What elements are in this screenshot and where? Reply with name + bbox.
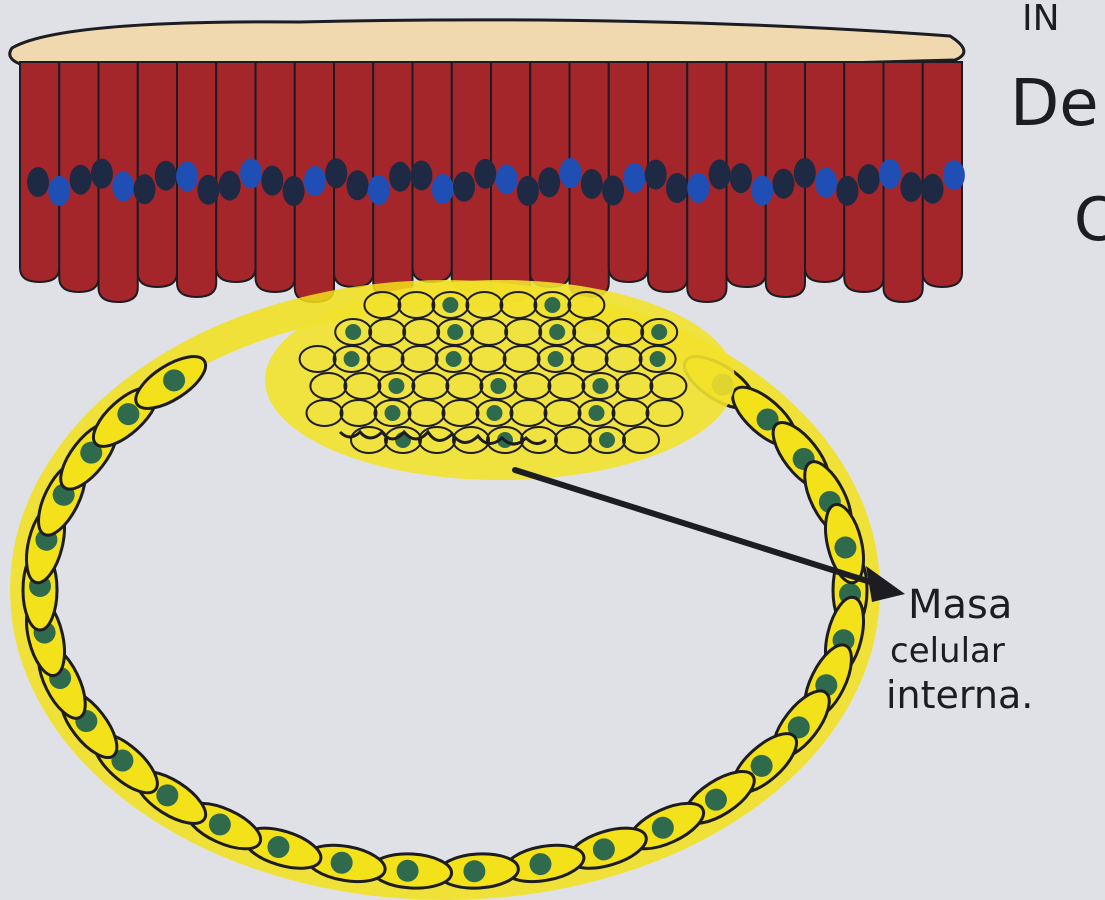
icm-cell-nucleus (592, 378, 608, 394)
inner-cell-mass (265, 280, 735, 480)
epithelial-nucleus (900, 172, 922, 202)
icm-cell-nucleus (490, 378, 506, 394)
epithelial-nucleus (389, 162, 411, 192)
icm-cell-nucleus (345, 324, 361, 340)
icm-cell-nucleus (388, 378, 404, 394)
epithelial-nucleus (474, 159, 496, 189)
blastocyst (20, 280, 871, 890)
icm-cell-nucleus (544, 297, 560, 313)
icm-cell-nucleus (447, 324, 463, 340)
icm-cell-nucleus (589, 405, 605, 421)
epithelial-nucleus (687, 173, 709, 203)
epithelial-nucleus (751, 176, 773, 206)
icm-cell-nucleus (651, 324, 667, 340)
epithelial-nucleus (197, 175, 219, 205)
epithelial-nucleus (773, 169, 795, 199)
corner-text: IN De C (1010, 0, 1105, 255)
epithelial-nucleus (666, 173, 688, 203)
icm-cell-nucleus (650, 351, 666, 367)
epithelial-nucleus (858, 164, 880, 194)
epithelial-nucleus (283, 176, 305, 206)
epithelial-nucleus (709, 159, 731, 189)
epithelial-nucleus (325, 158, 347, 188)
epithelial-nucleus (581, 169, 603, 199)
icm-cell-nucleus (446, 351, 462, 367)
epithelial-nucleus (91, 159, 113, 189)
epithelial-nucleus (240, 158, 262, 188)
epithelial-nucleus (27, 167, 49, 197)
epithelial-nucleus (70, 165, 92, 195)
corner-text-line-2: De (1010, 67, 1099, 141)
epithelial-nucleus (496, 164, 518, 194)
corner-text-line-3: C (1074, 185, 1105, 255)
epithelial-nucleus (347, 170, 369, 200)
epithelial-nucleus (112, 171, 134, 201)
label-line-1: Masa (908, 582, 1012, 628)
epithelial-nucleus (304, 166, 326, 196)
epithelial-nucleus (261, 166, 283, 196)
epithelial-nucleus (943, 160, 965, 190)
corner-text-line-1: IN (1022, 0, 1060, 39)
epithelial-nucleus (836, 176, 858, 206)
icm-cell-nucleus (385, 405, 401, 421)
icm-cell-nucleus (344, 351, 360, 367)
epithelial-nucleus (794, 158, 816, 188)
arrow-head (866, 566, 905, 602)
epithelial-nucleus (432, 174, 454, 204)
epithelial-nucleus (134, 174, 156, 204)
epithelial-nucleus (538, 167, 560, 197)
icm-cell-nucleus (548, 351, 564, 367)
icm-cell-nucleus (442, 297, 458, 313)
label-line-3: interna. (886, 673, 1033, 717)
epithelial-nucleus (368, 175, 390, 205)
icm-cell-nucleus (549, 324, 565, 340)
epithelial-nucleus (815, 168, 837, 198)
epithelial-nucleus (517, 176, 539, 206)
endometrium-layer (10, 20, 965, 302)
epithelial-nucleus (453, 172, 475, 202)
epithelial-nucleus (155, 161, 177, 191)
epithelial-nucleus (645, 160, 667, 190)
epithelial-nucleus (602, 175, 624, 205)
icm-cell-nucleus (599, 432, 615, 448)
label-line-2: celular (890, 631, 1005, 671)
label-group: Masa celular interna. (886, 582, 1033, 717)
epithelial-nucleus (560, 158, 582, 188)
epithelial-nucleus (410, 160, 432, 190)
epithelial-nucleus (219, 171, 241, 201)
epithelial-nucleus (922, 174, 944, 204)
epithelial-nucleus (879, 159, 901, 189)
epithelial-nucleus (623, 163, 645, 193)
epithelial-nucleus (176, 161, 198, 191)
epithelial-nucleus (48, 176, 70, 206)
epithelial-nucleus (730, 163, 752, 193)
icm-cell-nucleus (487, 405, 503, 421)
